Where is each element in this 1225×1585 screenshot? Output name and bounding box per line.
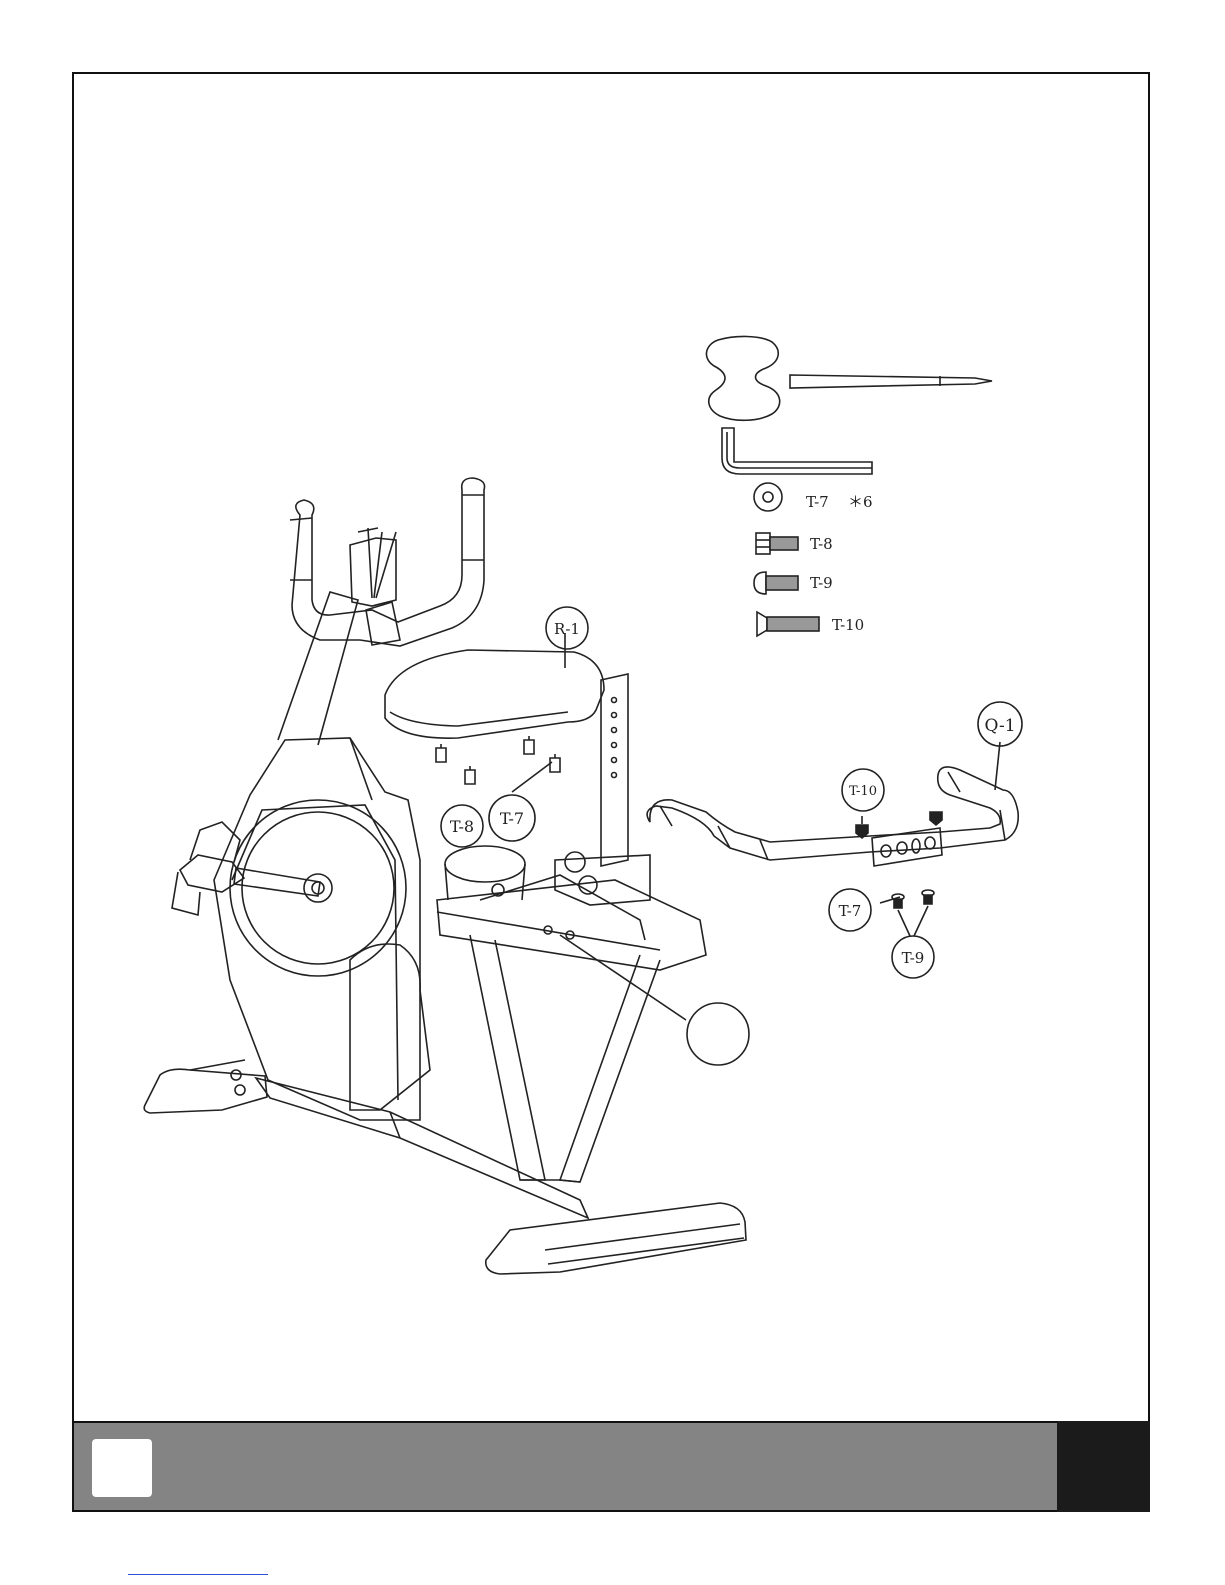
hw-label-t9: T-9 [810,574,833,592]
callout-r1-label: R-1 [554,620,580,638]
footer-bar [72,1421,1150,1512]
hex-bolt-icon [756,533,798,554]
callout-t10-bar: T-10 [842,769,884,811]
page-number-tab [1057,1421,1150,1512]
callout-q1: Q-1 [978,702,1022,746]
allen-key-icon [722,428,872,474]
callout-t9-bar-label: T-9 [902,949,925,967]
callout-t7-seat-label: T-7 [500,809,524,828]
side-handlebar-drawing [647,742,1018,936]
countersunk-bolt-icon [757,612,819,636]
callout-t7-bar-label: T-7 [839,902,862,920]
step-number-box [92,1439,152,1497]
button-bolt-icon [754,572,798,594]
screwdriver-wrench-icon [706,336,992,420]
callout-t7-bar: T-7 [829,889,871,931]
hw-label-t10: T-10 [832,616,864,634]
recumbent-bike-drawing [144,478,746,1274]
callout-t9-bar: T-9 [892,936,934,978]
hw-qty-t7: ＊6 [848,493,873,511]
callout-r1: R-1 [546,607,588,649]
washer-icon [754,483,782,511]
hw-label-t7: T-7 [806,493,829,511]
footer-underline [128,1574,268,1575]
callout-t8-seat-label: T-8 [450,817,474,836]
callout-q1-label: Q-1 [984,716,1015,736]
callout-blank [687,1003,749,1065]
hw-label-t8: T-8 [810,535,833,553]
callout-t8-seat: T-8 [441,805,483,847]
callout-t7-seat: T-7 [489,795,535,841]
callout-t10-bar-label: T-10 [849,784,877,799]
